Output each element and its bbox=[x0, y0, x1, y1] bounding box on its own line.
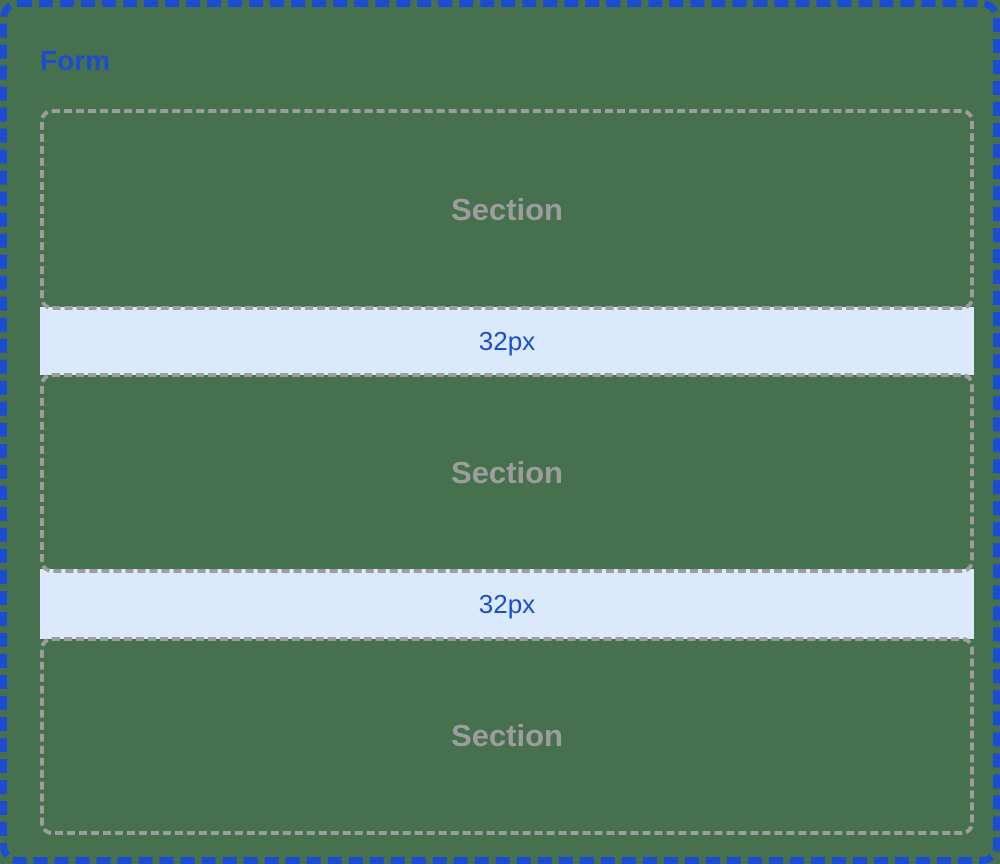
section-placeholder-1: Section bbox=[40, 109, 974, 310]
spacer-32px-2: 32px bbox=[40, 569, 974, 639]
section-placeholder-3: Section bbox=[40, 637, 974, 835]
section-2-label: Section bbox=[451, 455, 563, 490]
section-placeholder-2: Section bbox=[40, 373, 974, 573]
section-1-label: Section bbox=[451, 191, 563, 227]
spacer-2-label: 32px bbox=[478, 588, 536, 619]
spacer-1-label: 32px bbox=[478, 325, 536, 356]
spacer-32px-1: 32px bbox=[40, 307, 974, 375]
form-label: Form bbox=[40, 45, 110, 76]
section-3-label: Section bbox=[451, 718, 563, 753]
